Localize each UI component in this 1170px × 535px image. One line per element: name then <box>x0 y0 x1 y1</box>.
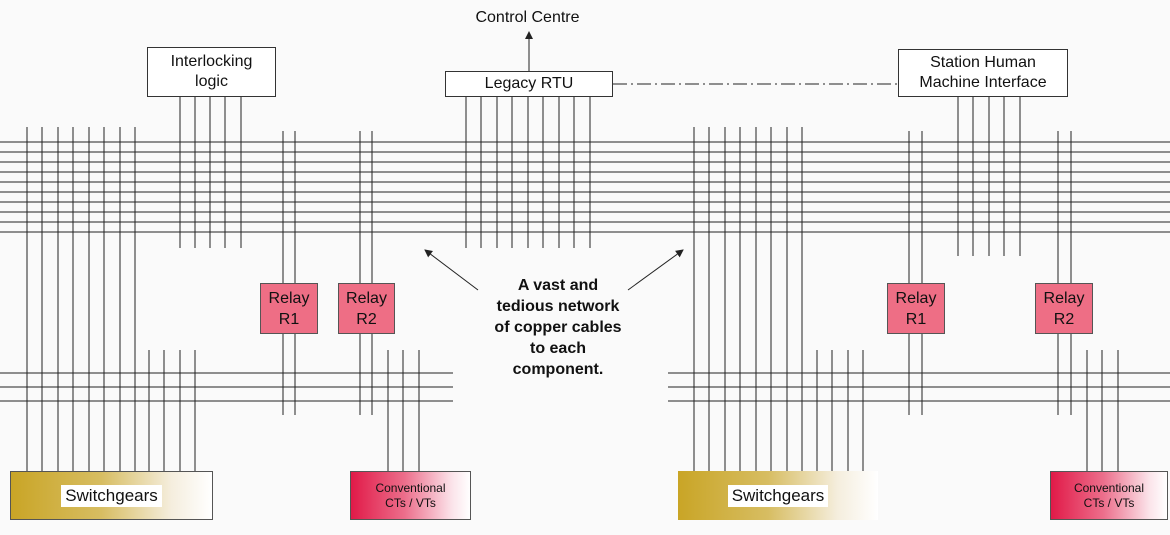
ct-vt-right: Conventional CTs / VTs <box>1050 471 1168 520</box>
interlocking-line1: Interlocking <box>170 53 253 70</box>
switchgears-right: Switchgears <box>678 471 878 520</box>
relay-label: Relay <box>1043 289 1085 307</box>
interlocking-logic-box: Interlocking logic <box>147 47 276 97</box>
relay-id: R2 <box>356 310 377 328</box>
legacy-rtu-box: Legacy RTU <box>445 71 613 97</box>
hmi-line2: Machine Interface <box>919 74 1047 91</box>
relay-r2-left: Relay R2 <box>338 283 395 334</box>
note-line: of copper cables <box>494 319 622 336</box>
station-hmi-box: Station Human Machine Interface <box>898 49 1068 97</box>
note-line: A vast and <box>517 277 599 294</box>
relay-label: Relay <box>895 289 937 307</box>
ct-vt-left: Conventional CTs / VTs <box>350 471 471 520</box>
switchgears-label: Switchgears <box>61 484 162 507</box>
hmi-line1: Station Human <box>930 54 1036 71</box>
relay-label: Relay <box>268 289 310 307</box>
relay-r1-left: Relay R1 <box>260 283 318 334</box>
note-line: to each <box>529 340 586 357</box>
legacy-rtu-label: Legacy RTU <box>484 75 574 92</box>
copper-network-note: A vast and tedious network of copper cab… <box>468 275 648 380</box>
switchgears-left: Switchgears <box>10 471 213 520</box>
ct-vt-line1: Conventional <box>1073 480 1145 495</box>
interlocking-line2: logic <box>195 73 228 90</box>
switchgears-label: Switchgears <box>727 484 829 507</box>
note-line: component. <box>512 361 604 378</box>
ct-vt-line1: Conventional <box>375 480 446 495</box>
relay-r1-right: Relay R1 <box>887 283 945 334</box>
ct-vt-line2: CTs / VTs <box>1083 495 1135 510</box>
control-centre-label: Control Centre <box>475 9 580 26</box>
relay-id: R2 <box>1053 310 1075 328</box>
relay-label: Relay <box>346 289 387 307</box>
note-arrow-left <box>424 249 479 291</box>
relay-id: R1 <box>278 310 300 328</box>
note-line: tedious network <box>496 298 620 315</box>
note-arrow-right <box>627 249 684 291</box>
relay-id: R1 <box>905 310 927 328</box>
relay-r2-right: Relay R2 <box>1035 283 1093 334</box>
ct-vt-line2: CTs / VTs <box>385 495 436 510</box>
